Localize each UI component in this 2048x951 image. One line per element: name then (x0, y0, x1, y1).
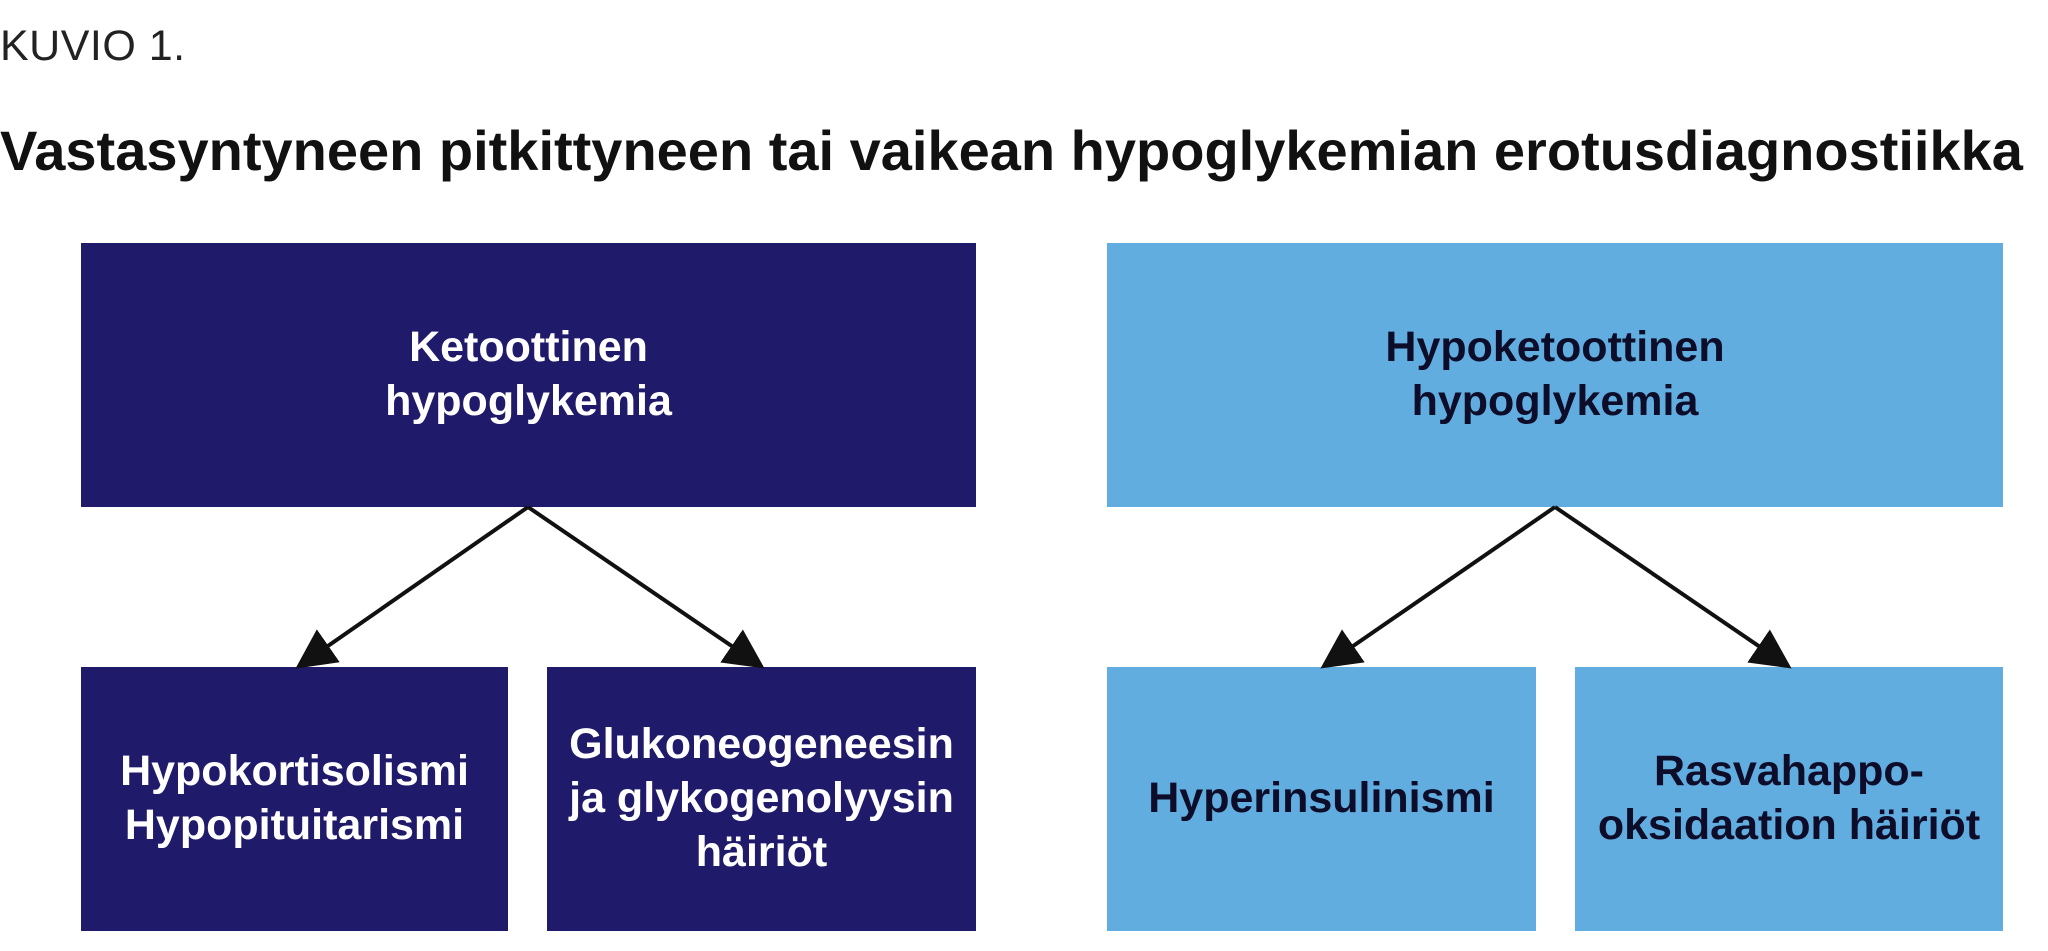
hyperinsulinism-line-1: Hyperinsulinismi (1148, 774, 1495, 823)
fatty-acid-oxidation-line-2: oksidaation häiriöt (1597, 801, 1981, 849)
figure-title: Vastasyntyneen pitkittyneen tai vaikean … (0, 119, 2023, 182)
gluconeogenesis-disorders-box: Glukoneogeneesin ja glykogenolyysin häir… (547, 667, 976, 931)
ketotic-hypoglycemia-text: Ketoottinen hypoglykemia (385, 321, 672, 429)
hyperinsulinism-box: Hyperinsulinismi (1107, 667, 1536, 931)
hypoketotic-hypoglycemia-text: Hypoketoottinen hypoglykemia (1385, 321, 1724, 429)
fatty-acid-oxidation-box: Rasvahappo- oksidaation häiriöt (1575, 667, 2003, 931)
fatty-acid-oxidation-line-1: Rasvahappo- (1653, 747, 1924, 796)
arrow-hypoketotic-to-fatty-acid-oxidation (1553, 505, 1792, 669)
hypoketotic-line-2: hypoglykemia (1411, 377, 1699, 425)
arrow-hypoketotic-to-hyperinsulinism (1320, 505, 1557, 669)
hyperinsulinism-text: Hyperinsulinismi (1148, 772, 1494, 826)
gluconeogenesis-line-3: häiriöt (695, 827, 828, 876)
gluconeogenesis-line-1: Glukoneogeneesin (569, 720, 954, 769)
ketotic-line-2: hypoglykemia (385, 377, 672, 425)
arrow-ketotic-to-hypocortisolism (295, 505, 530, 669)
ketotic-hypoglycemia-box: Ketoottinen hypoglykemia (81, 243, 976, 507)
hypocortisolism-line-1: Hypokortisolismi (120, 747, 469, 796)
hypoketotic-line-1: Hypoketoottinen (1385, 323, 1725, 372)
arrow-ketotic-to-gluconeogenesis (526, 505, 765, 669)
figure-label: KUVIO 1. (0, 22, 186, 70)
hypocortisolism-line-2: Hypopituitarismi (124, 801, 465, 849)
fatty-acid-oxidation-text: Rasvahappo- oksidaation häiriöt (1598, 745, 1980, 853)
ketotic-line-1: Ketoottinen (409, 323, 648, 372)
hypoketotic-hypoglycemia-box: Hypoketoottinen hypoglykemia (1107, 243, 2003, 507)
hypocortisolism-box: Hypokortisolismi Hypopituitarismi (81, 667, 508, 931)
hypocortisolism-text: Hypokortisolismi Hypopituitarismi (120, 745, 469, 853)
gluconeogenesis-disorders-text: Glukoneogeneesin ja glykogenolyysin häir… (569, 718, 954, 879)
gluconeogenesis-line-2: ja glykogenolyysin (569, 774, 954, 823)
